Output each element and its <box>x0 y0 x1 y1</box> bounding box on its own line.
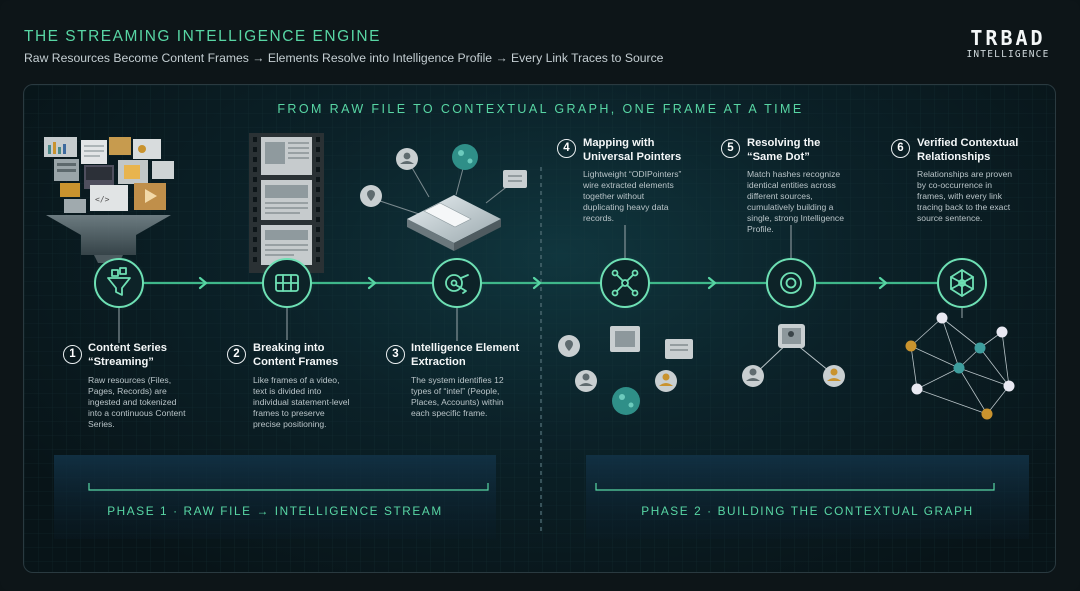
funnel-icon <box>107 267 131 296</box>
logo-tagline: INTELLIGENCE <box>966 49 1050 60</box>
phase-2-label: PHASE 2 · BUILDING THE CONTEXTUAL GRAPH <box>641 504 974 518</box>
step-2-title: Breaking into Content Frames <box>253 342 339 368</box>
step-2-number: 2 <box>227 345 246 364</box>
resolved-profile-tree <box>742 324 845 387</box>
contextual-graph <box>910 317 1010 415</box>
pipeline-panel: </> <box>23 84 1056 573</box>
graph-nodes <box>905 312 1015 420</box>
step-3-title: Intelligence Element Extraction <box>411 342 520 368</box>
step-5-number: 5 <box>721 139 740 158</box>
page-subtitle: Raw Resources Become Content Frames → El… <box>24 51 664 65</box>
step-6-description: Relationships are proven by co-occurrenc… <box>917 169 1013 223</box>
raw-resources-collage: </> <box>44 137 174 213</box>
page-title: THE STREAMING INTELLIGENCE ENGINE <box>24 28 381 45</box>
step-4-number: 4 <box>557 139 576 158</box>
step-1-number: 1 <box>63 345 82 364</box>
network-icon <box>611 269 639 297</box>
grid-icon <box>275 274 299 292</box>
panel-heading: FROM RAW FILE TO CONTEXTUAL GRAPH, ONE F… <box>277 102 804 116</box>
step-6-number: 6 <box>891 139 910 158</box>
step-5-description: Match hashes recognize identical entitie… <box>747 169 844 234</box>
extract-icon <box>445 274 469 294</box>
logo-wordmark: TRBAD <box>970 26 1046 50</box>
step-1-title: Content Series “Streaming” <box>88 342 167 368</box>
step-3-description: The system identifies 12 types of “intel… <box>411 375 504 418</box>
step-4-title: Mapping with Universal Pointers <box>583 137 682 163</box>
graph-icon <box>950 269 974 297</box>
step-2-description: Like frames of a video, text is divided … <box>253 375 350 429</box>
pointer-elements <box>558 326 693 415</box>
brand-logo: TRBAD INTELLIGENCE <box>958 28 1058 60</box>
svg-text:</>: </> <box>95 195 110 204</box>
step-6-title: Verified Contextual Relationships <box>917 137 1019 163</box>
content-frames-filmstrip <box>249 133 324 273</box>
step-4-description: Lightweight “ODIPointers” wire extracted… <box>583 169 682 223</box>
step-3-number: 3 <box>386 345 405 364</box>
phase-1-label: PHASE 1 · RAW FILE → INTELLIGENCE STREAM <box>107 504 443 518</box>
target-icon <box>780 272 802 294</box>
step-5-title: Resolving the “Same Dot” <box>747 137 821 163</box>
step-1-description: Raw resources (Files, Pages, Records) ar… <box>88 375 186 429</box>
extraction-device <box>360 144 527 251</box>
